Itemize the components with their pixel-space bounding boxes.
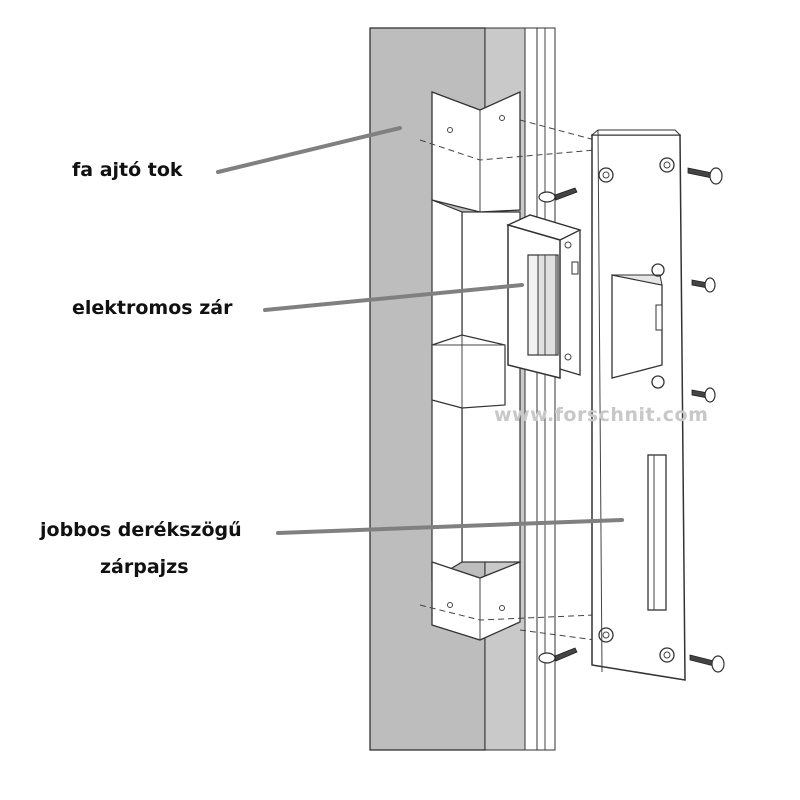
label-strike-plate-line1: jobbos derékszögű xyxy=(40,519,242,541)
screws xyxy=(538,167,725,673)
label-electric-lock: elektromos zár xyxy=(72,297,233,319)
leader-line-frame xyxy=(216,126,402,174)
screw-right-2 xyxy=(691,277,716,293)
projection-lines xyxy=(419,119,596,641)
frame-mortise xyxy=(431,90,521,641)
screw-top-left xyxy=(538,187,578,203)
screw-bottom-left xyxy=(538,647,578,664)
label-door-frame: fa ajtó tok xyxy=(72,159,183,181)
strike-plate xyxy=(590,129,686,681)
leader-line-lock xyxy=(263,283,524,312)
screw-right-1 xyxy=(687,167,723,185)
electric-lock xyxy=(506,214,582,379)
leader-line-strike xyxy=(276,518,624,535)
label-strike-plate-line2: zárpajzs xyxy=(100,556,189,578)
watermark: www.forschnit.com xyxy=(494,404,709,426)
screw-right-3 xyxy=(691,387,716,403)
screw-right-4 xyxy=(689,654,725,673)
